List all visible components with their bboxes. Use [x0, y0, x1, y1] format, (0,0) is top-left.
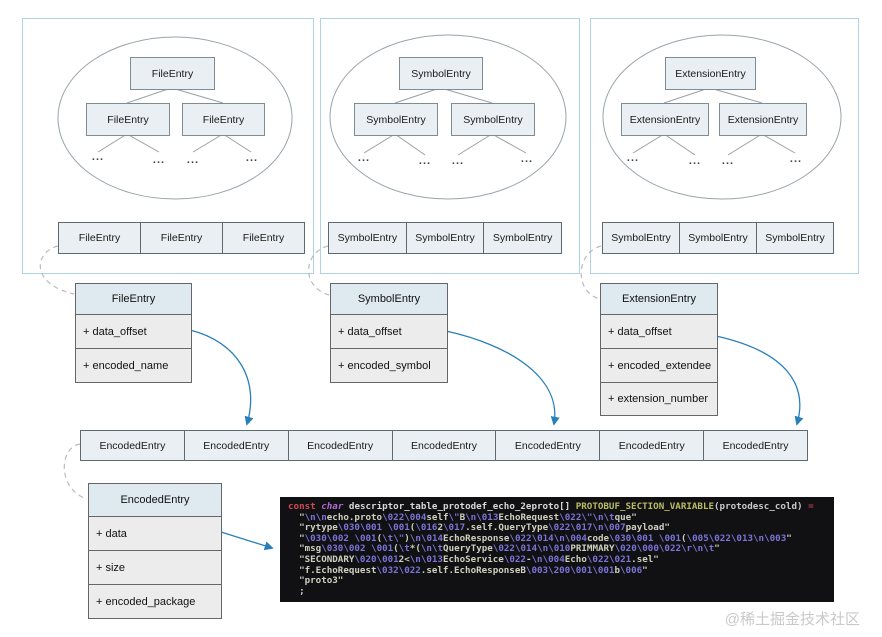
class-field: + encoded_package	[89, 585, 221, 618]
tree-ellipsis: ...	[451, 155, 465, 167]
array-cell: SymbolEntry	[680, 222, 757, 254]
tree-ellipsis: ...	[245, 152, 259, 164]
tree-ellipsis: ...	[357, 152, 371, 164]
tree-ellipsis: ...	[186, 154, 200, 166]
array-cell: EncodedEntry	[704, 430, 809, 461]
tree-node-label: ExtensionEntry	[629, 113, 701, 126]
class-field: + data_offset	[601, 315, 717, 349]
tree-ellipsis: ...	[418, 155, 432, 167]
tree-node: SymbolEntry	[354, 103, 438, 136]
tree-node-label: ExtensionEntry	[675, 67, 746, 80]
extension-entry-array: SymbolEntry SymbolEntry SymbolEntry	[602, 222, 834, 254]
class-field: + size	[89, 551, 221, 585]
array-cell: SymbolEntry	[757, 222, 834, 254]
tree-node-label: FileEntry	[202, 113, 245, 126]
tree-ellipsis: ...	[626, 152, 640, 164]
tree-node-label: FileEntry	[107, 113, 149, 126]
class-title: EncodedEntry	[89, 484, 221, 517]
class-field: + encoded_symbol	[331, 349, 447, 382]
class-field: + data_offset	[331, 315, 447, 349]
code-block: const char descriptor_table_protodef_ech…	[280, 497, 834, 602]
array-cell: EncodedEntry	[600, 430, 705, 461]
array-cell: FileEntry	[141, 222, 223, 254]
array-cell: SymbolEntry	[484, 222, 563, 254]
tree-node: FileEntry	[182, 103, 265, 136]
tree-node-label: SymbolEntry	[411, 67, 471, 80]
tree-node: FileEntry	[86, 103, 170, 136]
encoded-entry-array: EncodedEntry EncodedEntry EncodedEntry E…	[80, 430, 809, 461]
array-cell: FileEntry	[58, 222, 141, 254]
array-cell: EncodedEntry	[288, 430, 393, 461]
tree-ellipsis: ...	[688, 155, 702, 167]
watermark: @稀土掘金技术社区	[724, 611, 860, 628]
class-box-extension-entry: ExtensionEntry + data_offset + encoded_e…	[600, 283, 718, 416]
tree-node: ExtensionEntry	[719, 103, 807, 136]
class-box-file-entry: FileEntry + data_offset + encoded_name	[75, 283, 192, 383]
class-field: + encoded_name	[76, 349, 191, 382]
file-entry-array: FileEntry FileEntry FileEntry	[58, 222, 305, 254]
tree-ellipsis: ...	[91, 151, 105, 163]
class-title: ExtensionEntry	[601, 284, 717, 315]
class-field: + encoded_extendee	[601, 349, 717, 383]
array-cell: SymbolEntry	[602, 222, 680, 254]
array-cell: EncodedEntry	[184, 430, 289, 461]
array-cell: FileEntry	[223, 222, 305, 254]
array-cell: SymbolEntry	[406, 222, 485, 254]
tree-node-label: SymbolEntry	[463, 113, 523, 126]
tree-ellipsis: ...	[520, 153, 534, 165]
tree-node: ExtensionEntry	[665, 57, 756, 90]
array-cell: EncodedEntry	[392, 430, 497, 461]
tree-ellipsis: ...	[152, 154, 166, 166]
class-title: FileEntry	[76, 284, 191, 315]
tree-ellipsis: ...	[721, 155, 735, 167]
class-title: SymbolEntry	[331, 284, 447, 315]
tree-node-label: ExtensionEntry	[727, 113, 799, 126]
class-box-encoded-entry: EncodedEntry + data + size + encoded_pac…	[88, 483, 222, 619]
tree-node-label: SymbolEntry	[366, 113, 426, 126]
tree-node: ExtensionEntry	[621, 103, 709, 136]
array-cell: EncodedEntry	[80, 430, 185, 461]
tree-node-label: FileEntry	[151, 67, 194, 80]
tree-node: SymbolEntry	[451, 103, 535, 136]
array-cell: EncodedEntry	[496, 430, 601, 461]
class-field: + data	[89, 517, 221, 551]
tree-ellipsis: ...	[789, 153, 803, 165]
tree-node: SymbolEntry	[399, 57, 483, 90]
array-cell: SymbolEntry	[328, 222, 407, 254]
class-field: + extension_number	[601, 383, 717, 415]
class-box-symbol-entry: SymbolEntry + data_offset + encoded_symb…	[330, 283, 448, 383]
class-field: + data_offset	[76, 315, 191, 349]
tree-node: FileEntry	[130, 57, 215, 90]
symbol-entry-array: SymbolEntry SymbolEntry SymbolEntry	[328, 222, 563, 254]
